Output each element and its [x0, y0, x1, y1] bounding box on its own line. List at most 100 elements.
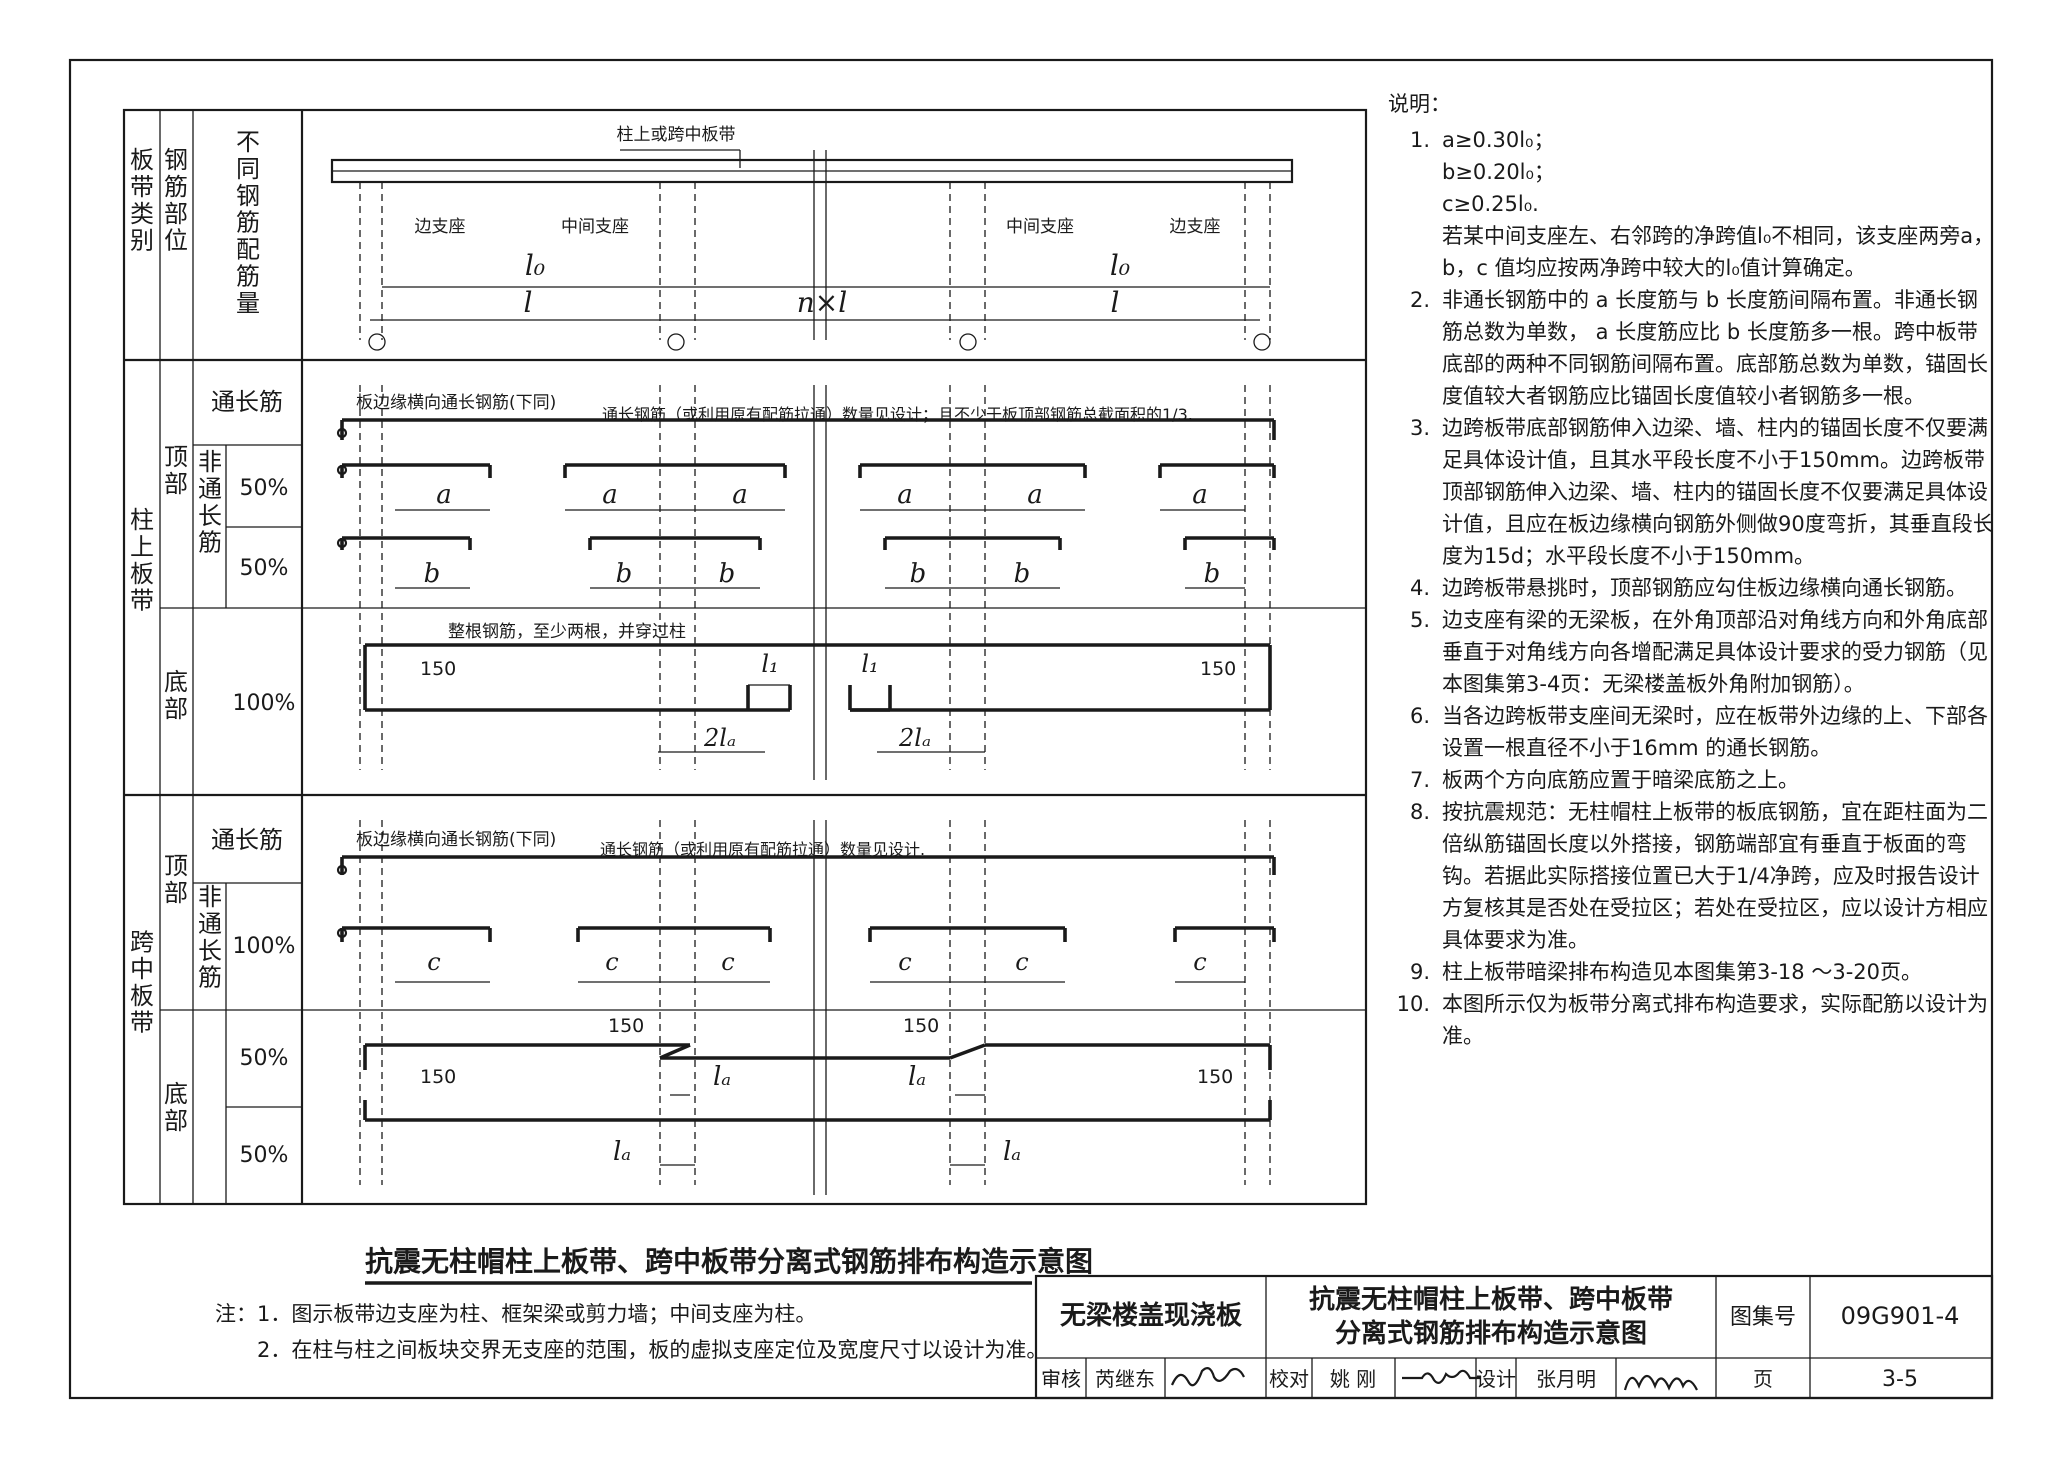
- whole-bar-note: 整根钢筋，至少两根，并穿过柱: [448, 622, 686, 642]
- l-right: l: [1111, 286, 1120, 319]
- tb-atlas-label: 图集号: [1730, 1305, 1796, 1330]
- column-strip-bars: [336, 385, 1276, 780]
- row-cs-cont: 通长筋: [211, 388, 283, 416]
- band-label: 柱上或跨中板带: [617, 125, 736, 145]
- two-la-left: 2lₐ: [703, 724, 736, 752]
- note-1b: b≥0.20l₀；: [1442, 160, 1555, 184]
- figure-caption: 抗震无柱帽柱上板带、跨中板带分离式钢筋排布构造示意图: [365, 1245, 1094, 1278]
- row-cs-top: 顶部: [164, 443, 188, 498]
- title-block-grid: [365, 1274, 1994, 1400]
- note-10: 10.本图所示仅为板带分离式排布构造要求，实际配筋以设计为准。: [1396, 992, 1988, 1048]
- note-1c: c≥0.25l₀.: [1442, 192, 1539, 216]
- c-2: c: [605, 948, 618, 976]
- tb-check-label: 校对: [1269, 1367, 1309, 1391]
- pct-ms-b1: 50%: [240, 1046, 289, 1071]
- l0-right: l₀: [1110, 249, 1130, 282]
- row-column-strip: 柱上板带: [130, 506, 154, 615]
- edge-bar-ms: 板边缘横向通长钢筋(下同): [356, 830, 556, 850]
- b-1: b: [424, 559, 441, 589]
- b-2: b: [616, 559, 633, 589]
- middle-strip-bars: [336, 820, 1276, 1195]
- drawing-labels: 板带类别 钢筋部位 不同钢筋配筋量 柱上板带 跨中板带 顶部 底部 顶部 底部 …: [130, 125, 1959, 1392]
- notes-heading: 说明：: [1388, 92, 1451, 116]
- tb-page-no: 3-5: [1882, 1367, 1918, 1392]
- tb-title-1: 抗震无柱帽柱上板带、跨中板带: [1309, 1284, 1673, 1315]
- signatures: [1170, 1367, 1698, 1391]
- note-9: 9.柱上板带暗梁排布构造见本图集第3-18 ～3-20页。: [1409, 960, 1922, 984]
- note-8: 8.按抗震规范：无柱帽柱上板带的板底钢筋，宜在距柱面为二倍纵筋锚固长度以外搭接，…: [1409, 800, 1988, 952]
- n150-cs-right: 150: [1200, 658, 1236, 680]
- b-3: b: [719, 559, 736, 589]
- la-4: lₐ: [1003, 1137, 1021, 1167]
- tb-checker: 姚 刚: [1330, 1367, 1376, 1391]
- c-1: c: [427, 948, 440, 976]
- nxl: n×l: [797, 286, 847, 319]
- l1-right: l₁: [861, 650, 878, 678]
- row-ms-bottom: 底部: [164, 1080, 188, 1135]
- tb-design-label: 设计: [1476, 1367, 1516, 1391]
- a-3: a: [732, 480, 748, 510]
- la-1: lₐ: [713, 1062, 731, 1092]
- c-3: c: [721, 948, 734, 976]
- pct-ms-c: 100%: [233, 934, 296, 959]
- row-cs-noncont: 非通长筋: [198, 448, 222, 557]
- pct-cs-b: 50%: [240, 556, 289, 581]
- left-header-grid: [122, 108, 1368, 1206]
- a-2: a: [602, 480, 618, 510]
- row-cs-bottom: 底部: [164, 668, 188, 723]
- header-col3: 不同钢筋配筋量: [236, 128, 260, 317]
- edge-support-left: 边支座: [415, 217, 466, 237]
- note-1: 1. a≥0.30l₀； b≥0.20l₀； c≥0.25l₀. 若某中间支座左…: [1388, 124, 1998, 284]
- edge-support-right: 边支座: [1170, 217, 1221, 237]
- mid-support-left: 中间支座: [561, 217, 629, 237]
- note-2: 2.非通长钢筋中的 a 长度筋与 b 长度筋间隔布置。非通长钢筋总数为单数， a…: [1409, 288, 1988, 408]
- tb-page-label: 页: [1753, 1367, 1773, 1391]
- b-6: b: [1204, 559, 1221, 589]
- pct-cs-bottom: 100%: [233, 691, 296, 716]
- tb-title-2: 分离式钢筋排布构造示意图: [1335, 1318, 1647, 1349]
- note-6: 6.当各边跨板带支座间无梁时，应在板带外边缘的上、下部各设置一根直径不小于16m…: [1409, 704, 1988, 760]
- n150-ms-3: 150: [420, 1066, 456, 1088]
- footnote: 注：1．图示板带边支座为柱、框架梁或剪力墙；中间支座为柱。 2．在柱与柱之间板块…: [215, 1296, 1047, 1368]
- n150-ms-1: 150: [608, 1015, 644, 1037]
- tb-category: 无梁楼盖现浇板: [1060, 1300, 1242, 1331]
- mid-support-right: 中间支座: [1006, 217, 1074, 237]
- c-6: c: [1193, 948, 1206, 976]
- header-col1: 板带类别: [130, 146, 154, 255]
- c-4: c: [898, 948, 911, 976]
- a-4: a: [897, 480, 913, 510]
- tb-designer: 张月明: [1536, 1367, 1596, 1391]
- tb-reviewer: 芮继东: [1095, 1367, 1155, 1391]
- tb-atlas-no: 09G901-4: [1841, 1302, 1960, 1330]
- signature-designer: [1623, 1374, 1698, 1391]
- a-1: a: [436, 480, 452, 510]
- pct-cs-a: 50%: [240, 476, 289, 501]
- l-left: l: [524, 286, 533, 319]
- n150-cs-left: 150: [420, 658, 456, 680]
- l1-left: l₁: [761, 650, 778, 678]
- signature-checker: [1402, 1369, 1480, 1384]
- footnote-1: 注：1．图示板带边支座为柱、框架梁或剪力墙；中间支座为柱。: [215, 1302, 817, 1326]
- footnote-2: 2．在柱与柱之间板块交界无支座的范围，板的虚拟支座定位及宽度尺寸以设计为准。: [257, 1338, 1048, 1362]
- note-3: 3.边跨板带底部钢筋伸入边梁、墙、柱内的锚固长度不仅要满足具体设计值，且其水平段…: [1409, 416, 1994, 568]
- note-1a: a≥0.30l₀；: [1442, 128, 1555, 152]
- row-ms-noncont: 非通长筋: [198, 883, 222, 992]
- a-5: a: [1027, 480, 1043, 510]
- la-3: lₐ: [613, 1137, 631, 1167]
- la-2: lₐ: [908, 1062, 926, 1092]
- sheet-frame: [68, 58, 1994, 1400]
- n150-ms-4: 150: [1197, 1066, 1233, 1088]
- cont-note-cs: 通长钢筋（或利用原有配筋拉通）数量见设计；且不少于板顶部钢筋总截面积的1/3.: [602, 405, 1193, 424]
- pct-ms-b2: 50%: [240, 1143, 289, 1168]
- row-middle-strip: 跨中板带: [130, 928, 154, 1037]
- tb-review-label: 审核: [1041, 1367, 1081, 1391]
- b-5: b: [1014, 559, 1031, 589]
- note-4: 4.边跨板带悬挑时，顶部钢筋应勾住板边缘横向通长钢筋。: [1409, 576, 1967, 600]
- l0-left: l₀: [525, 249, 545, 282]
- c-5: c: [1015, 948, 1028, 976]
- cont-note-ms: 通长钢筋（或利用原有配筋拉通）数量见设计.: [600, 840, 925, 859]
- b-4: b: [910, 559, 927, 589]
- signature-reviewer: [1170, 1367, 1245, 1387]
- two-la-right: 2lₐ: [898, 724, 931, 752]
